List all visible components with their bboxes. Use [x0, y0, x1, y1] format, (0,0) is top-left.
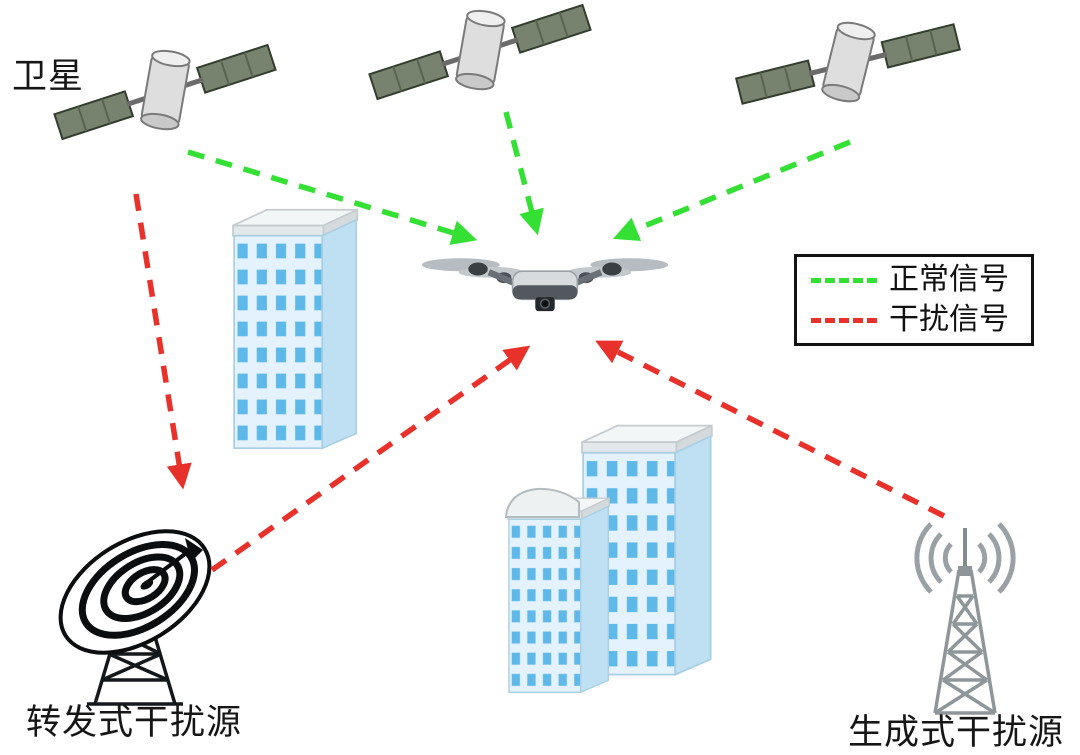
- normal-signal-arrow-right: [612, 139, 852, 242]
- jamming-signal-label: 干扰信号: [889, 303, 1009, 336]
- generative-jammer-label: 生成式干扰源: [848, 713, 1065, 752]
- building-icon-center-front: [507, 497, 610, 693]
- legend-row-normal: 正常信号: [811, 265, 1017, 295]
- jamming-signal-dash-swatch: [811, 317, 877, 323]
- radio-tower-icon: [917, 524, 1013, 713]
- satellite-icon-right: [728, 0, 966, 131]
- repeater-jammer-label: 转发式干扰源: [26, 703, 243, 742]
- curved-roof-icon: [505, 487, 580, 518]
- normal-signal-dash-swatch: [811, 277, 877, 283]
- jamming-signal-arrow-satellite-to-dish: [133, 193, 192, 490]
- jamming-signal-arrow-dish-to-drone: [210, 345, 531, 573]
- jamming-signal-arrow-tower-to-drone: [595, 340, 946, 519]
- normal-signal-label: 正常信号: [889, 263, 1009, 296]
- building-icon-left: [232, 208, 359, 450]
- satellite-icon-middle: [360, 0, 600, 126]
- dish-jammer-icon: [39, 506, 231, 704]
- drone-icon: [422, 258, 668, 311]
- legend-row-jamming: 干扰信号: [811, 305, 1017, 335]
- satellite-label: 卫星: [12, 57, 85, 96]
- legend: 正常信号 干扰信号: [794, 254, 1034, 346]
- normal-signal-arrow-left: [187, 149, 478, 245]
- normal-signal-arrow-middle: [503, 111, 544, 236]
